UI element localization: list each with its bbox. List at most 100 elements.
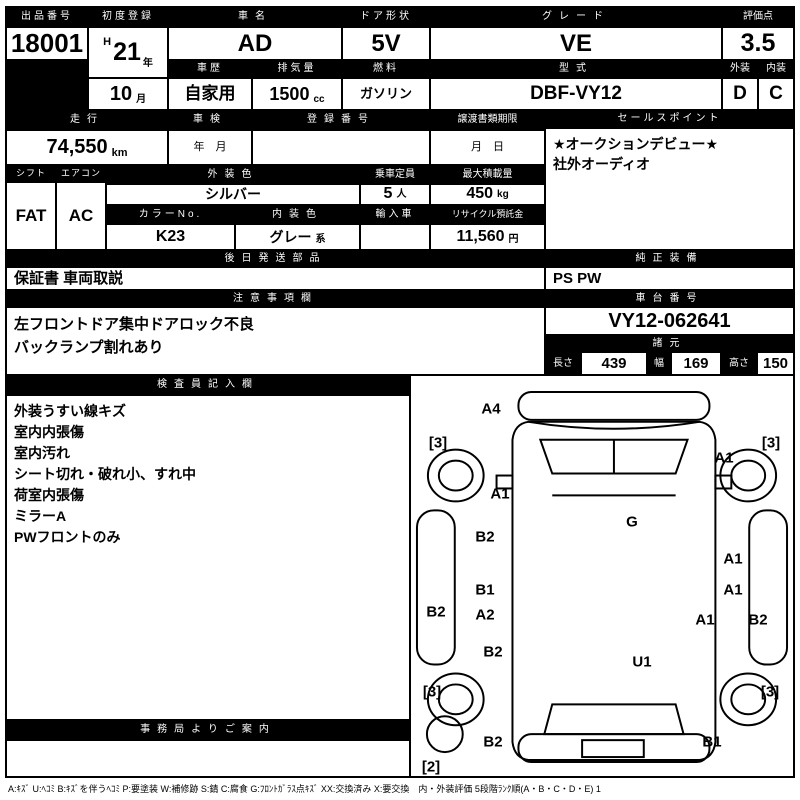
width-header: 幅 [647, 352, 671, 375]
office-info-value [6, 740, 410, 777]
later-shipped-parts-value: 保証書 車両取説 [6, 267, 545, 290]
damage-code: [3] [760, 683, 780, 701]
damage-code: [3] [422, 683, 442, 701]
color-number-header: カラーNo. [106, 205, 235, 224]
damage-code: A2 [475, 606, 495, 624]
exterior-grade-value: D [722, 78, 758, 110]
interior-color-header: 内装色 [235, 205, 360, 224]
shift-value: FAT [6, 182, 56, 250]
interior-color-value: グレー 系 [235, 224, 360, 250]
sales-point-value: ★オークションデビュー★ 社外オーディオ [545, 128, 794, 250]
legend-text: A:ｷｽﾞ U:ﾍｺﾐ B:ｷｽﾞを伴うﾍｺﾐ P:要塗装 W:補修跡 S:錆 … [8, 784, 601, 794]
damage-code: B2 [483, 643, 503, 661]
payload-header: 最大積載量 [430, 165, 545, 184]
displacement-number: 1500 [269, 83, 310, 104]
recycle-deposit-number: 11,560 [456, 227, 505, 245]
later-shipped-parts-header: 後日発送部品 [6, 250, 545, 267]
caution-notes-header: 注意事項欄 [6, 290, 545, 307]
damage-code: A1 [723, 550, 743, 568]
capacity-header: 乗車定員 [360, 165, 430, 184]
grade-header: グレード [430, 7, 722, 27]
mileage-header: 走行 [6, 110, 168, 130]
shift-header: シフト [6, 165, 56, 182]
length-header: 長さ [545, 352, 581, 375]
damage-code: A4 [481, 400, 501, 418]
score-value: 3.5 [722, 27, 794, 60]
genuine-equipment-value: PS PW [545, 267, 794, 290]
height-header: 高さ [721, 352, 757, 375]
damage-code: A1 [490, 485, 510, 503]
height-value: 150 [757, 352, 794, 375]
reg-year-unit: 年 [142, 57, 153, 69]
reg-month: 10 [109, 82, 133, 105]
displacement-unit: cc [313, 93, 325, 105]
door-shape-value: 5V [342, 27, 430, 60]
damage-code: B2 [748, 611, 768, 629]
auction-number-filler [6, 60, 88, 110]
grade-value: VE [430, 27, 722, 60]
registration-number-value [252, 130, 430, 165]
transfer-deadline-header: 譲渡書類期限 [430, 110, 545, 130]
damage-code: U1 [632, 653, 652, 671]
damage-code: B2 [483, 733, 503, 751]
recycle-deposit-value: 11,560 円 [430, 224, 545, 250]
first-registration-header: 初度登録 [88, 7, 168, 27]
car-top-view-diagram [415, 390, 789, 764]
genuine-equipment-header: 純正装備 [545, 250, 794, 267]
capacity-value: 5 人 [360, 184, 430, 205]
mileage-number: 74,550 [46, 136, 108, 158]
capacity-number: 5 [383, 185, 393, 203]
payload-unit: kg [497, 188, 509, 200]
inspector-notes-header: 検査員記入欄 [6, 375, 410, 395]
transfer-deadline-value: 月 日 [430, 130, 545, 165]
score-header: 評価点 [722, 7, 794, 27]
exterior-color-header: 外装色 [106, 165, 360, 184]
office-info-header: 事務局よりご案内 [6, 720, 410, 740]
fuel-header: 燃料 [342, 60, 430, 78]
model-code-header: 型式 [430, 60, 722, 78]
car-name-header: 車名 [168, 7, 342, 27]
capacity-unit: 人 [396, 188, 407, 200]
dimensions-header: 諸元 [545, 335, 794, 352]
inspector-notes-value: 外装うすい線キズ 室内内張傷 室内汚れ シート切れ・破れ小、すれ中 荷室内張傷 … [6, 395, 410, 720]
damage-code: [2] [421, 758, 441, 776]
chassis-number-header: 車台番号 [545, 290, 794, 307]
registration-number-header: 登録番号 [252, 110, 430, 130]
mileage-value: 74,550 km [6, 130, 168, 165]
damage-code: B2 [475, 528, 495, 546]
aircon-value: AC [56, 182, 106, 250]
payload-value: 450 kg [430, 184, 545, 205]
reg-month-unit: 月 [136, 93, 147, 105]
damage-code: A1 [714, 449, 734, 467]
first-registration-year: H 21 年 [88, 27, 168, 78]
car-name-value: AD [168, 27, 342, 60]
displacement-value: 1500 cc [252, 78, 342, 110]
inspection-value: 年 月 [168, 130, 252, 165]
color-number-value: K23 [106, 224, 235, 250]
history-value: 自家用 [168, 78, 252, 110]
interior-color-suffix: 系 [315, 233, 326, 245]
history-header: 車歴 [168, 60, 252, 78]
auction-number-header: 出品番号 [6, 7, 88, 27]
damage-code: G [626, 513, 638, 531]
mileage-unit: km [111, 147, 128, 160]
damage-code: B2 [426, 603, 446, 621]
exterior-color-value: シルバー [106, 184, 360, 205]
inspection-header: 車検 [168, 110, 252, 130]
interior-grade-header: 内装 [758, 60, 794, 78]
caution-notes-value: 左フロントドア集中ドアロック不良 バックランプ割れあり [6, 307, 545, 375]
reg-year: 21 [113, 38, 141, 67]
import-car-value [360, 224, 430, 250]
displacement-header: 排気量 [252, 60, 342, 78]
auction-number-value: 18001 [6, 27, 88, 60]
chassis-number-value: VY12-062641 [545, 307, 794, 335]
damage-code: B1 [702, 733, 722, 751]
exterior-grade-header: 外装 [722, 60, 758, 78]
interior-color-name: グレー [269, 228, 312, 245]
payload-number: 450 [466, 185, 494, 203]
damage-code: [3] [428, 434, 448, 452]
width-value: 169 [671, 352, 721, 375]
